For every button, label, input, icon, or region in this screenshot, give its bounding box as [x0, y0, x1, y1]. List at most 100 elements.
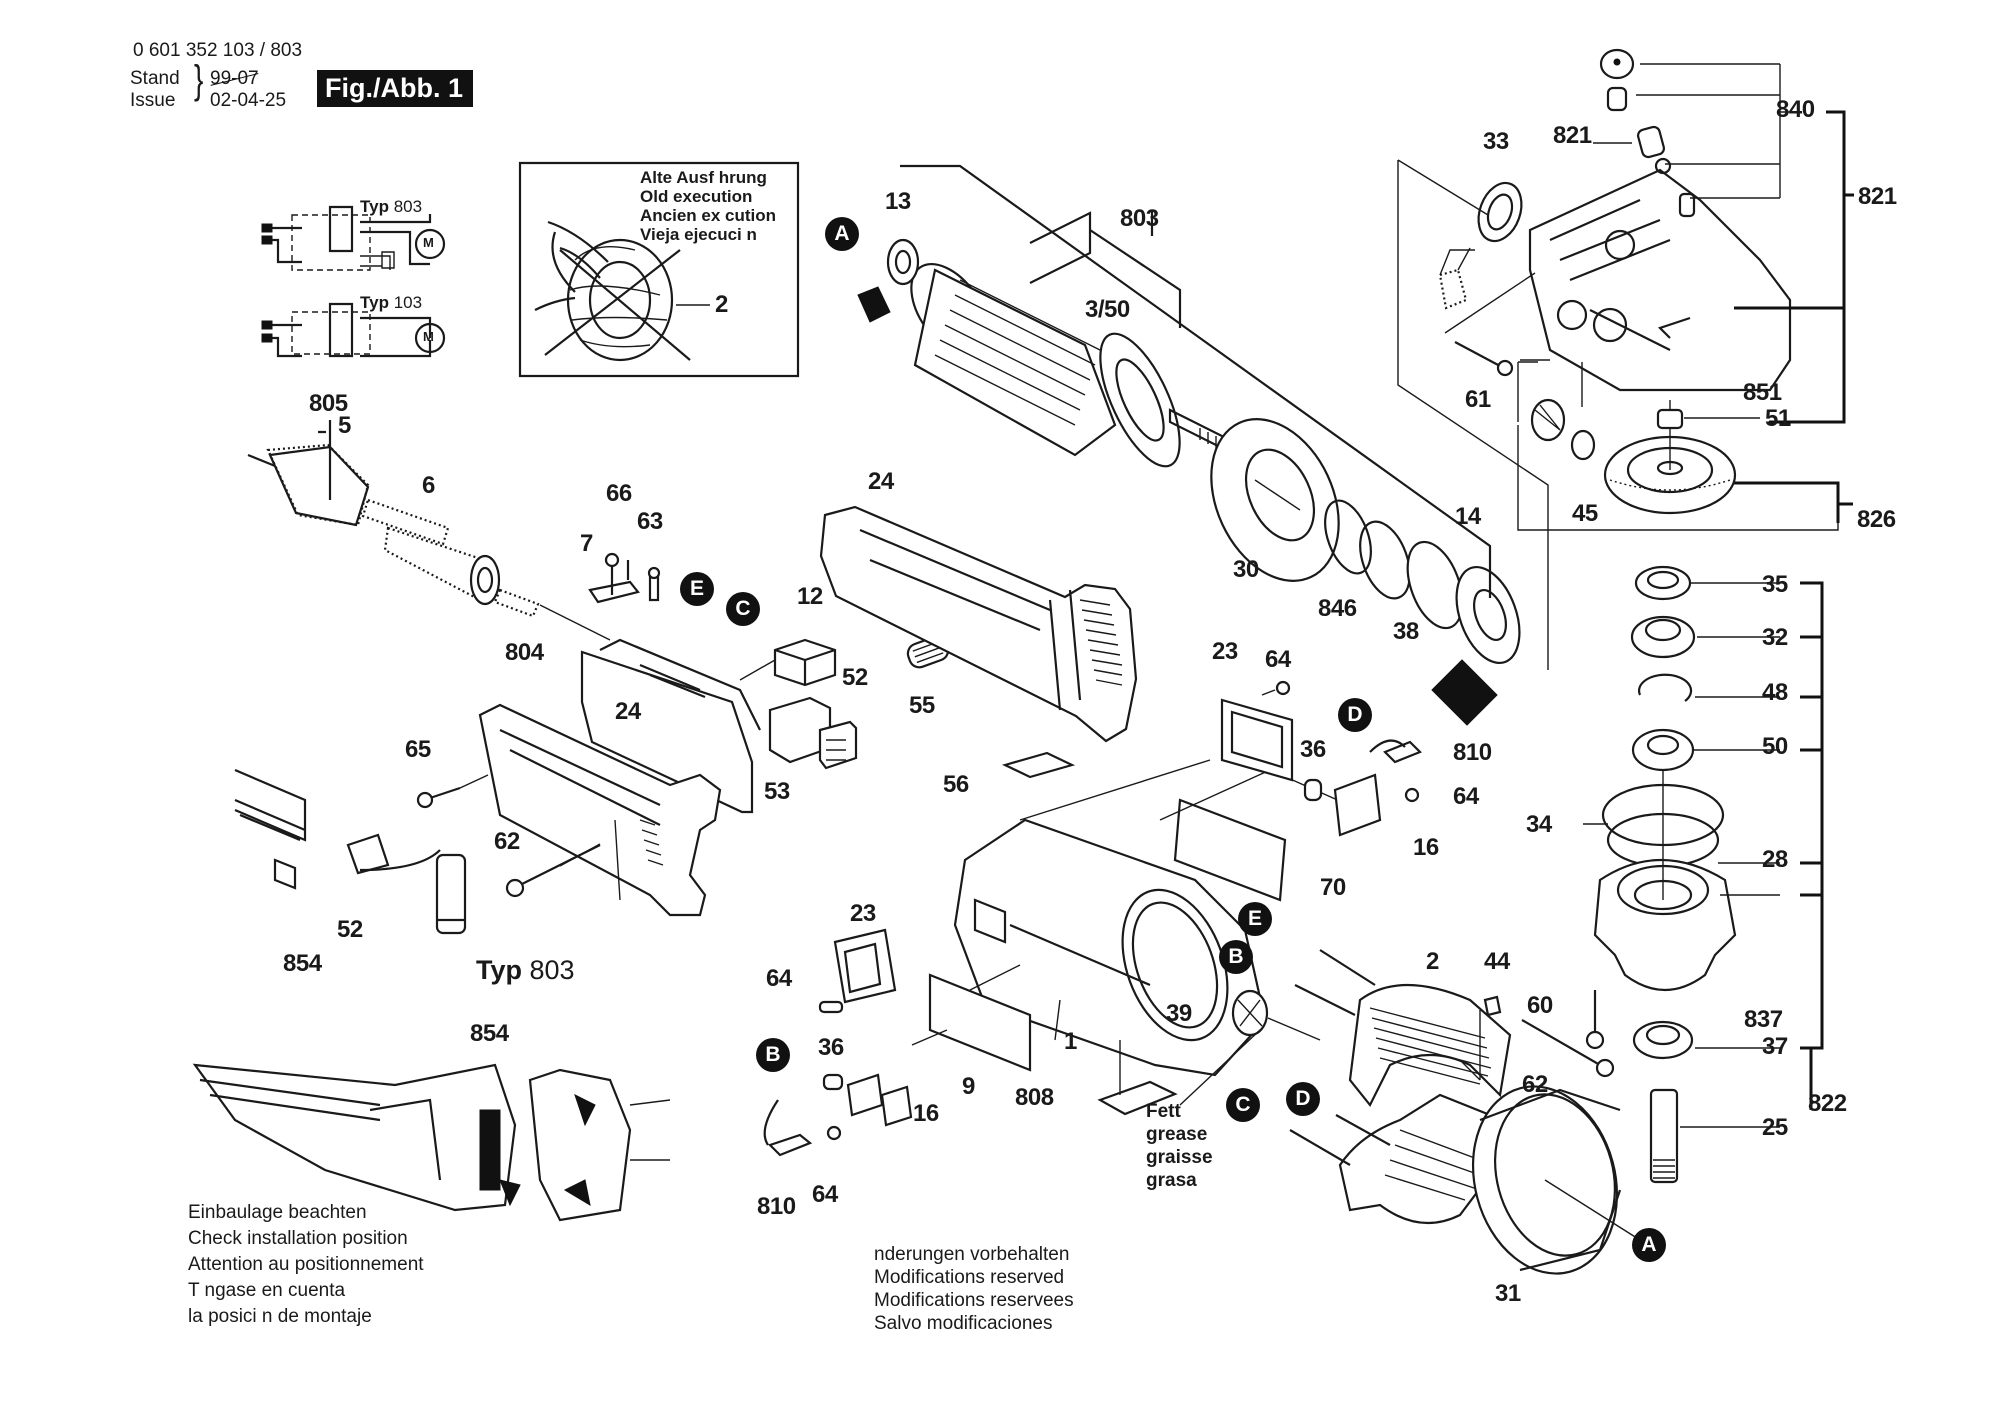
part-label-66: 66	[606, 480, 632, 507]
part-label-64-bottom: 64	[812, 1181, 838, 1208]
label-808	[1100, 1082, 1175, 1114]
part-label-2-old: 2	[715, 291, 728, 318]
bracket-803	[900, 166, 1490, 598]
part-label-23-lower: 23	[850, 900, 876, 927]
bearing-ring-38	[1397, 535, 1473, 636]
part-label-854-detail: 854	[470, 1020, 509, 1047]
power-plug	[248, 420, 448, 544]
issue-label: Issue	[130, 90, 176, 111]
part-label-821-assembly: 821	[1858, 183, 1897, 210]
field-coil-upper	[1295, 950, 1510, 1105]
capacitor-12	[740, 640, 835, 685]
marker-c-switch: C	[726, 592, 760, 626]
part-label-38: 38	[1393, 618, 1419, 645]
part-label-13: 13	[885, 188, 911, 215]
part-label-846: 846	[1318, 595, 1357, 622]
bevel-gear	[1605, 400, 1735, 513]
part-label-65: 65	[405, 736, 431, 763]
part-label-56: 56	[943, 771, 969, 798]
typ-803-note: Typ 803	[476, 955, 575, 985]
air-baffle-30	[1187, 398, 1364, 601]
marker-b-brush: B	[756, 1038, 790, 1072]
bracket-3-50	[1030, 213, 1180, 328]
part-label-30: 30	[1233, 556, 1259, 583]
part-label-23-upper: 23	[1212, 638, 1238, 665]
screw-60	[1587, 990, 1603, 1048]
motor-housing	[955, 760, 1265, 1075]
part-label-64-lower: 64	[766, 965, 792, 992]
part-label-33: 33	[1483, 128, 1509, 155]
switch-assembly	[582, 554, 760, 812]
bearing-33	[1440, 177, 1529, 308]
marker-c-stator: C	[1226, 1088, 1260, 1122]
marker-e-switch: E	[680, 572, 714, 606]
part-label-62-handle: 62	[494, 828, 520, 855]
screw-65	[418, 775, 488, 807]
motor-symbol-103: M	[423, 329, 434, 344]
part-label-64-upper: 64	[1265, 646, 1291, 673]
installation-detail	[195, 1065, 670, 1220]
marker-b-stator: B	[1219, 940, 1253, 974]
marker-d-brush: D	[1338, 698, 1372, 732]
bearing-13	[858, 240, 918, 322]
field-coil-lower	[1290, 1095, 1490, 1223]
marker-a-flange: A	[1632, 1228, 1666, 1262]
part-label-837: 837	[1744, 1006, 1783, 1033]
part-label-45: 45	[1572, 500, 1598, 527]
part-label-822: 822	[1808, 1090, 1847, 1117]
part-label-810-upper: 810	[1453, 739, 1492, 766]
part-label-851: 851	[1743, 379, 1782, 406]
part-label-60: 60	[1527, 992, 1553, 1019]
marker-e-stator: E	[1238, 902, 1272, 936]
bracket-33-61	[1398, 160, 1548, 670]
part-label-7: 7	[580, 530, 593, 557]
part-label-14: 14	[1455, 503, 1481, 530]
part-label-803: 803	[1120, 205, 1159, 232]
part-label-37: 37	[1762, 1033, 1788, 1060]
old-execution-text: Alte Ausf hrung Old execution Ancien ex …	[640, 168, 777, 244]
part-label-1: 1	[1064, 1028, 1077, 1055]
bracket-822	[1800, 583, 1822, 1110]
bracket-821	[1734, 112, 1854, 422]
part-label-16-upper: 16	[1413, 834, 1439, 861]
part-label-12: 12	[797, 583, 823, 610]
modifications-note: nderungen vorbehalten Modifications rese…	[874, 1244, 1074, 1334]
fan-39	[1180, 991, 1320, 1105]
brush-holder-upper	[1222, 682, 1420, 835]
part-label-5: 5	[338, 412, 351, 439]
part-label-51: 51	[1765, 405, 1791, 432]
part-label-810-lower: 810	[757, 1193, 796, 1220]
part-label-805: 805	[309, 390, 348, 417]
part-label-61: 61	[1465, 386, 1491, 413]
part-label-63: 63	[637, 508, 663, 535]
washer	[1351, 515, 1420, 605]
connector-53	[770, 698, 856, 768]
part-label-70: 70	[1320, 874, 1346, 901]
part-label-826: 826	[1857, 506, 1896, 533]
bearing-14	[1432, 558, 1531, 725]
part-label-48: 48	[1762, 679, 1788, 706]
inset-handle-capacitor	[235, 770, 465, 933]
clip-44	[1485, 997, 1500, 1015]
part-label-24-lower: 24	[615, 698, 641, 725]
part-label-62-stator: 62	[1522, 1071, 1548, 1098]
part-label-32: 32	[1762, 624, 1788, 651]
part-label-64-right: 64	[1453, 783, 1479, 810]
old-field-coil	[535, 222, 710, 360]
wiring-diagram-typ-103	[262, 304, 444, 356]
spindle-leaders	[1583, 583, 1780, 1127]
marker-d-stator: D	[1286, 1082, 1320, 1116]
part-label-24-upper: 24	[868, 468, 894, 495]
part-label-52-inset: 52	[337, 916, 363, 943]
brush-holder-lower	[765, 930, 911, 1155]
part-label-35: 35	[1762, 571, 1788, 598]
bracket-840	[1636, 64, 1794, 198]
part-label-39: 39	[1166, 1000, 1192, 1027]
stand-label: Stand	[130, 68, 180, 89]
spindle-stack	[1595, 567, 1735, 1182]
part-label-804: 804	[505, 639, 544, 666]
part-label-36-upper: 36	[1300, 736, 1326, 763]
screw-61	[1455, 342, 1512, 375]
pinion	[1532, 400, 1594, 459]
